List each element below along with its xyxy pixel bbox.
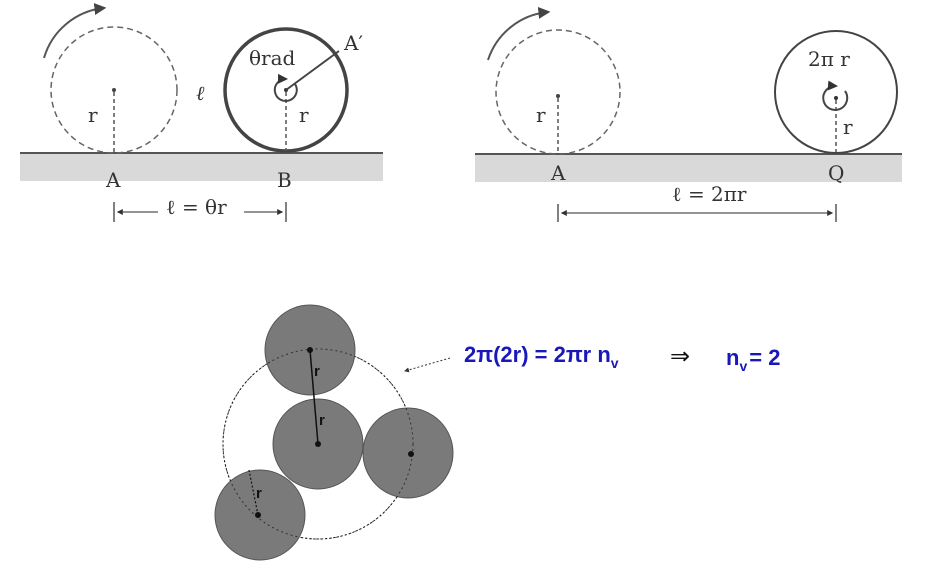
center-dot-bottom-left [255, 512, 261, 518]
equation: 2π(2r) = 2πr nv [464, 342, 619, 371]
center-dot-top [307, 347, 313, 353]
panel-left: θrad A′ ℓ r r A B ℓ = θr [20, 3, 383, 222]
panel-right: 2π r r r A Q ℓ = 2πr [475, 6, 902, 222]
ground-right [475, 154, 902, 182]
radius-label-center: r [319, 412, 325, 429]
rotation-arrow-right [487, 6, 551, 61]
center-dot-center [315, 441, 321, 447]
point-a-prime: A′ [343, 31, 363, 55]
point-q-right: Q [828, 161, 844, 185]
angle-arc-left [273, 73, 298, 102]
start-coin-right [495, 29, 621, 155]
center-dot-right [408, 451, 414, 457]
radius-label-rolled-left: r [299, 103, 309, 127]
coin-right [362, 407, 454, 499]
equation-rhs-value: = 2 [749, 345, 780, 370]
radius-line-top [309, 349, 319, 445]
point-a-right: A [550, 161, 566, 185]
angle-arc-right [822, 80, 849, 111]
equation-lhs: 2π(2r) = 2πr n [464, 342, 611, 367]
radius-label-start-left: r [88, 103, 98, 127]
rolled-center-right [834, 96, 838, 100]
start-center-left [112, 88, 116, 92]
rolled-radius-aprime [285, 50, 340, 91]
panel-bottom: r r r 2π(2r) = 2πr nv ⇒ nv= 2 [214, 304, 780, 561]
start-coin-left [50, 26, 178, 154]
distance-label-right: ℓ = 2πr [672, 182, 747, 206]
start-center-right [556, 94, 560, 98]
ground-left [20, 153, 383, 181]
implies-arrow: ⇒ [670, 343, 690, 370]
equation-rhs-sub: v [739, 358, 747, 374]
angle-label-right: 2π r [808, 47, 850, 71]
distance-label-left: ℓ = θr [166, 195, 227, 219]
equation-rhs: nv= 2 [726, 345, 780, 374]
arc-label-left: ℓ [196, 81, 205, 105]
equation-lhs-sub: v [611, 355, 619, 371]
radius-label-rolled-right: r [843, 115, 853, 139]
radius-label-top: r [314, 363, 320, 380]
point-a-left: A [105, 168, 121, 192]
pointer-arrow [404, 357, 451, 373]
radius-label-bottom-left: r [256, 485, 262, 502]
equation-rhs-n: n [726, 345, 739, 370]
radius-label-start-right: r [536, 103, 546, 127]
angle-label-left: θrad [249, 46, 296, 70]
rolled-coin-right [774, 30, 898, 154]
point-b-left: B [277, 168, 292, 192]
path-circle-overlay [222, 348, 414, 540]
rotation-arrow-left [43, 3, 107, 59]
